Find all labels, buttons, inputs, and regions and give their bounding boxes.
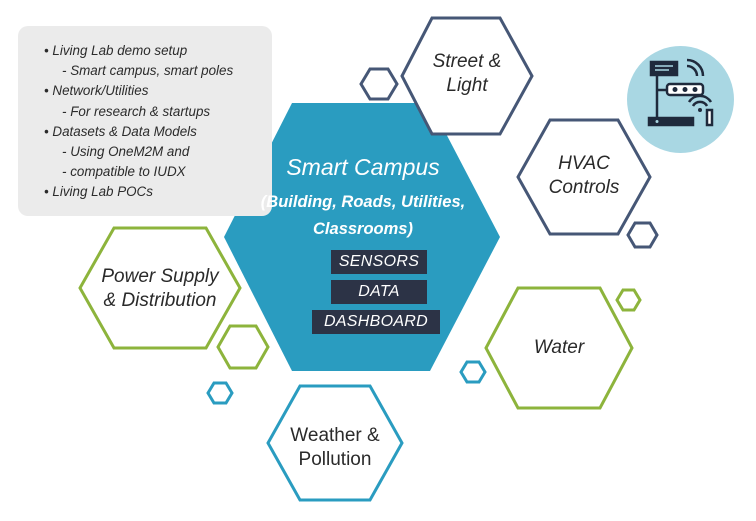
info-subitem: compatible to IUDX bbox=[44, 162, 233, 182]
water-hexagon bbox=[484, 286, 634, 410]
label-line: Light bbox=[446, 75, 488, 96]
street-light-label: Street & Light bbox=[410, 50, 524, 98]
weather-hexagon bbox=[266, 384, 404, 502]
info-item: Network/Utilities bbox=[44, 81, 233, 101]
info-item: Living Lab demo setup bbox=[44, 41, 233, 61]
label-line: Weather & bbox=[290, 425, 380, 446]
smart-pole-icon bbox=[627, 46, 734, 153]
small-hexagon-blue-2 bbox=[206, 381, 234, 405]
smart-pole-glyph bbox=[647, 58, 714, 127]
label-line: Street & bbox=[432, 51, 502, 72]
label-line: HVAC bbox=[558, 153, 610, 174]
water-label: Water bbox=[500, 336, 618, 360]
info-subitem: Smart campus, smart poles bbox=[44, 61, 233, 81]
small-hexagon-navy bbox=[359, 67, 399, 101]
label-line: Controls bbox=[548, 177, 620, 198]
street-light-hexagon bbox=[400, 16, 534, 136]
hvac-label: HVAC Controls bbox=[528, 152, 640, 200]
info-panel bbox=[18, 26, 272, 216]
data-pill: DATA bbox=[331, 280, 427, 304]
small-hexagon-blue bbox=[459, 360, 487, 384]
info-item: Living Lab POCs bbox=[44, 182, 233, 202]
label-line: Pollution bbox=[298, 449, 372, 470]
hvac-hexagon bbox=[516, 118, 652, 236]
label-line: Power Supply bbox=[101, 266, 219, 287]
weather-label: Weather & Pollution bbox=[276, 424, 394, 472]
center-hexagon bbox=[224, 103, 500, 371]
label-line: & Distribution bbox=[103, 290, 217, 311]
power-label: Power Supply & Distribution bbox=[92, 265, 228, 313]
info-subitem: Using OneM2M and bbox=[44, 142, 233, 162]
small-hexagon-green bbox=[216, 324, 270, 370]
small-hexagon-navy-2 bbox=[626, 221, 659, 249]
info-list: Living Lab demo setup Smart campus, smar… bbox=[44, 41, 233, 203]
center-title: Smart Campus bbox=[286, 154, 440, 180]
center-subtitle: (Building, Roads, Utilities, Classrooms) bbox=[224, 189, 502, 243]
center-subtitle-line: Classrooms) bbox=[313, 220, 413, 238]
sensors-pill: SENSORS bbox=[331, 250, 427, 274]
info-item: Datasets & Data Models bbox=[44, 122, 233, 142]
power-hexagon bbox=[78, 226, 242, 350]
small-hexagon-green-2 bbox=[615, 288, 642, 312]
info-subitem: For research & startups bbox=[44, 102, 233, 122]
center-subtitle-line: (Building, Roads, Utilities, bbox=[260, 193, 466, 211]
dashboard-pill: DASHBOARD bbox=[312, 310, 440, 334]
label-line: Water bbox=[533, 337, 585, 358]
